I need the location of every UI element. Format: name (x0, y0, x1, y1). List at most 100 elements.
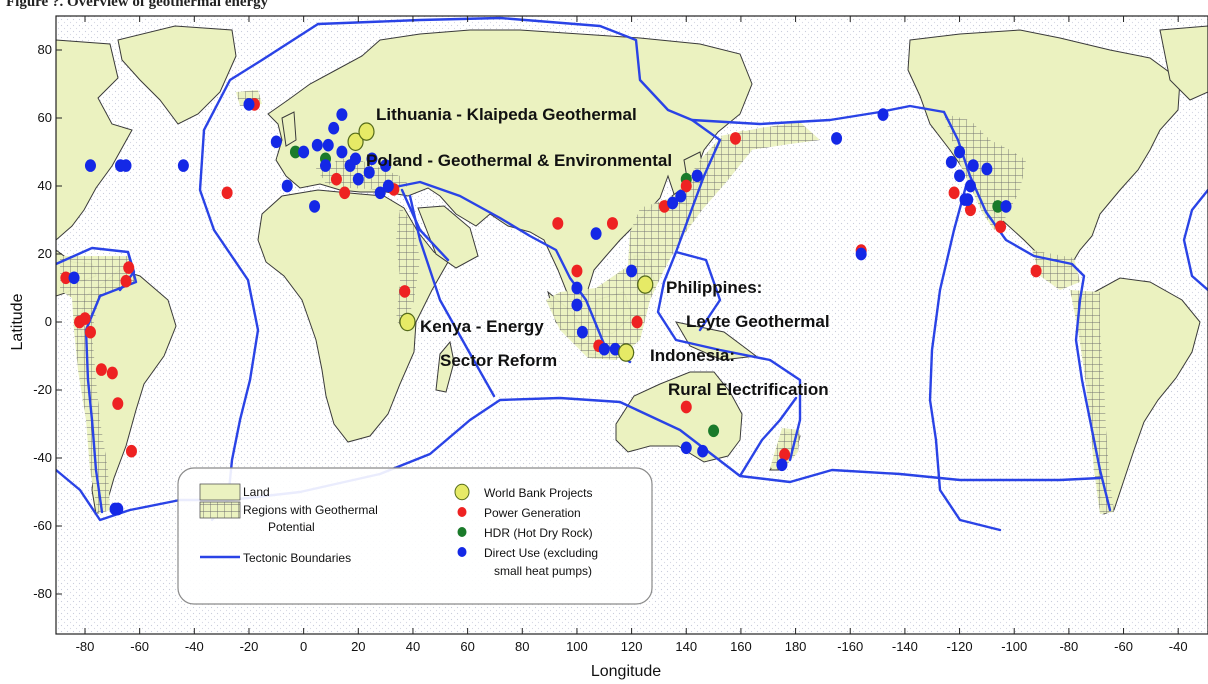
x-tick-label: 80 (515, 639, 529, 654)
direct-use-point (311, 138, 323, 152)
direct-use-point (374, 186, 386, 200)
tectonic-mid-atlantic (198, 22, 320, 522)
y-tick-label: -80 (33, 586, 52, 601)
direct-use-point (877, 108, 889, 121)
tectonic-philippine (674, 250, 722, 332)
power-generation-point (1030, 264, 1042, 278)
callout-line: Lithuania - Klaipeda Geothermal (376, 105, 637, 124)
power-generation-point (123, 261, 135, 274)
legend-swatch-wb (454, 483, 470, 501)
power-generation-point (125, 444, 137, 458)
power-generation-point (330, 172, 342, 186)
direct-use-point (675, 189, 687, 203)
svg-text:Indonesia:: Indonesia: (650, 346, 735, 365)
power-generation-point (221, 186, 233, 200)
power-generation-point (120, 274, 132, 288)
tectonic-east-pacific-rise (928, 184, 1002, 532)
geo-rift-africa (396, 206, 420, 330)
hdr-point (708, 424, 720, 438)
land-britain (281, 111, 297, 147)
y-tick-label: 20 (38, 246, 52, 261)
x-tick-label: 100 (566, 639, 588, 654)
x-tick-label: -40 (185, 639, 204, 654)
x-tick-label: -120 (947, 639, 973, 654)
power-generation-point (680, 400, 692, 414)
direct-use-point (336, 145, 348, 159)
callout-indonesia: Indonesia: Rural Electrification (650, 346, 829, 399)
power-generation-point (571, 264, 583, 278)
direct-use-point (336, 108, 348, 121)
y-tick-label: 40 (38, 178, 52, 193)
legend-label: Regions with Geothermal (243, 503, 378, 517)
power-generation-point (79, 312, 91, 325)
direct-use-point (576, 325, 588, 339)
world-bank-project-point (637, 275, 654, 294)
legend-swatch-geothermal (199, 501, 241, 519)
x-tick-label: -140 (892, 639, 918, 654)
land-masses (56, 25, 1208, 515)
land-eurasia (267, 29, 753, 301)
legend-label: Land (243, 485, 270, 499)
tectonic-arctic-ridge (316, 16, 694, 122)
power-generation-point (60, 271, 72, 285)
land-greenland-east (1159, 25, 1208, 101)
callout-line: Kenya - Energy (420, 317, 544, 336)
y-tick-label: 60 (38, 110, 52, 125)
x-tick-label: 140 (675, 639, 697, 654)
world-bank-project-point (347, 132, 364, 152)
direct-use-point (964, 179, 976, 193)
x-tick-label: 60 (460, 639, 474, 654)
power-generation-point (112, 397, 124, 410)
direct-use-point (366, 152, 378, 166)
svg-text:Leyte Geothermal: Leyte Geothermal (686, 312, 830, 331)
y-tick-label: 0 (45, 314, 52, 329)
callout-kenya: Kenya - Energy Sector Reform (420, 317, 557, 370)
y-tick-label: -20 (33, 382, 52, 397)
direct-use-point (691, 169, 703, 183)
legend-label: HDR (Hot Dry Rock) (484, 526, 593, 540)
direct-use-point (1000, 200, 1012, 213)
x-tick-label: -60 (1114, 639, 1133, 654)
x-tick-label: -80 (76, 639, 95, 654)
y-tick-label: -60 (33, 518, 52, 533)
land-australia (615, 371, 743, 463)
power-generation-point (964, 203, 976, 217)
power-generation-point (606, 217, 618, 230)
callout-line: Philippines: (666, 278, 762, 297)
land-north-america-east (907, 29, 1181, 271)
callout-poland: Poland - Geothermal & Environmental (366, 151, 672, 170)
land-greenland (117, 25, 237, 125)
geo-aleutian (720, 122, 820, 150)
callout-philippines: Philippines: Leyte Geothermal (666, 278, 830, 331)
direct-use-point (309, 200, 321, 213)
direct-use-point (320, 159, 332, 172)
direct-use-point (281, 179, 293, 193)
legend-label: Power Generation (484, 506, 581, 520)
x-tick-label: -160 (837, 639, 863, 654)
x-tick-label: 120 (621, 639, 643, 654)
tectonic-boundaries (56, 16, 1208, 532)
plot-area: Lithuania - Klaipeda Geothermal Poland -… (56, 16, 1208, 634)
direct-use-point (954, 145, 966, 159)
legend-swatch-power (457, 507, 467, 517)
direct-use-point (831, 132, 843, 145)
direct-use-point (598, 342, 610, 356)
svg-text:Philippines:: Philippines: (666, 278, 762, 297)
legend-swatch-direct (457, 547, 467, 557)
x-tick-label: -40 (1169, 639, 1188, 654)
direct-use-point (328, 121, 340, 135)
world-bank-project-point (358, 122, 375, 141)
legend-label: World Bank Projects (484, 486, 593, 500)
svg-text:Poland - Geothermal & Environm: Poland - Geothermal & Environmental (366, 151, 672, 170)
land-north-america-west (56, 39, 133, 241)
power-generation-point (948, 186, 960, 200)
x-tick-label: 20 (351, 639, 365, 654)
callout-line: Rural Electrification (668, 380, 829, 399)
legend-label: Direct Use (excluding (484, 546, 598, 560)
x-tick-label: 160 (730, 639, 752, 654)
power-generation-point (729, 132, 741, 145)
x-tick-label: -80 (1059, 639, 1078, 654)
power-generation-point (631, 315, 643, 329)
